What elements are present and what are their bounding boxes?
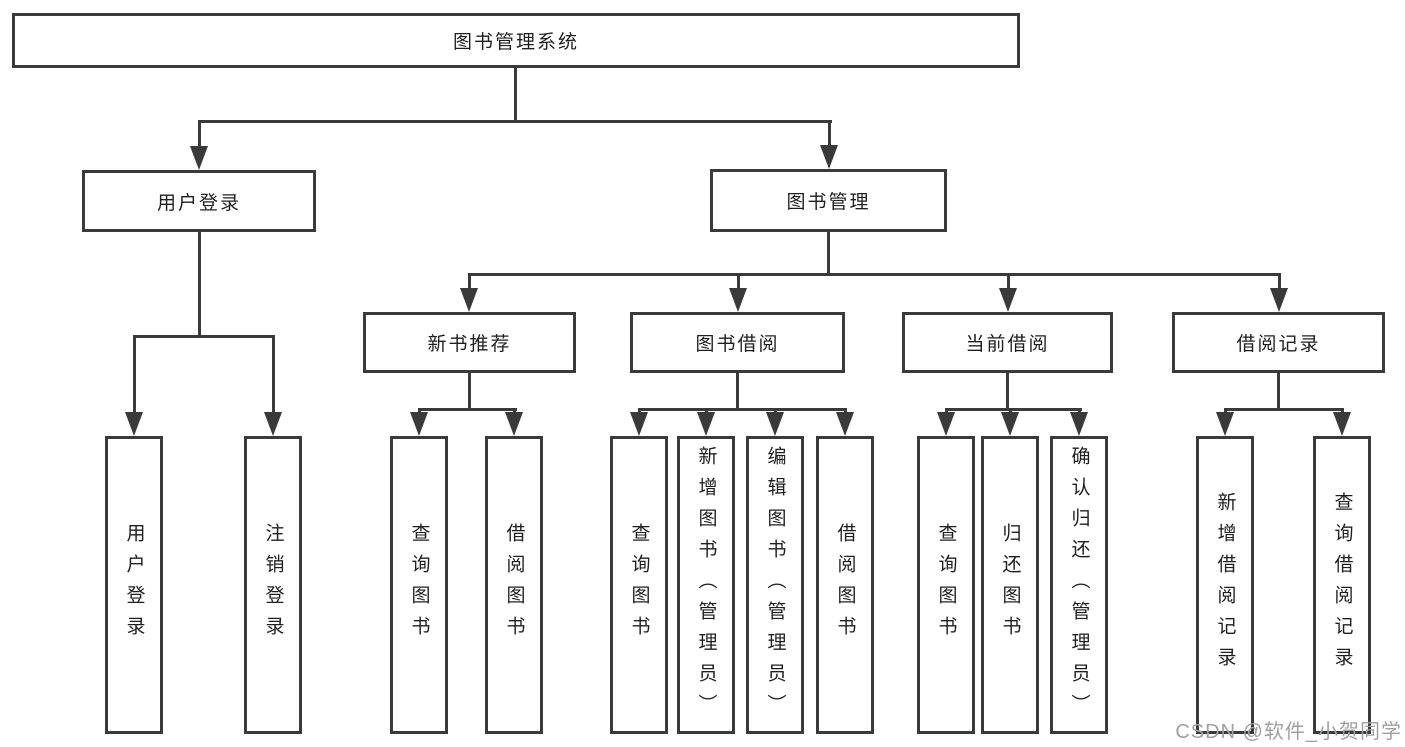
connector-line bbox=[827, 232, 830, 276]
arrow-down-icon bbox=[505, 412, 523, 436]
connector-line bbox=[198, 120, 832, 123]
arrow-down-icon bbox=[729, 288, 747, 312]
connector-line bbox=[198, 120, 201, 150]
leaf-logout: 注销登录 bbox=[244, 436, 302, 734]
connector-line bbox=[133, 335, 136, 417]
leaf-return-book: 归还图书 bbox=[981, 436, 1039, 734]
arrow-down-icon bbox=[766, 412, 784, 436]
connector-line bbox=[1007, 273, 1010, 293]
connector-line bbox=[737, 273, 740, 293]
leaf-add-book-admin: 新增图书（管理员） bbox=[677, 436, 735, 734]
arrow-down-icon bbox=[999, 288, 1017, 312]
arrow-down-icon bbox=[697, 412, 715, 436]
node-book-management: 图书管理 bbox=[710, 169, 947, 232]
leaf-query-borrow-record: 查询借阅记录 bbox=[1313, 436, 1371, 734]
connector-line bbox=[1224, 408, 1344, 411]
leaf-borrow-book-2: 借阅图书 bbox=[816, 436, 874, 734]
leaf-query-book-3: 查询图书 bbox=[917, 436, 975, 734]
connector-line bbox=[1277, 373, 1280, 411]
leaf-borrow-book-1: 借阅图书 bbox=[485, 436, 543, 734]
arrow-down-icon bbox=[460, 288, 478, 312]
connector-line bbox=[945, 408, 1082, 411]
leaf-edit-book-admin: 编辑图书（管理员） bbox=[746, 436, 804, 734]
connector-line bbox=[1006, 373, 1009, 411]
leaf-confirm-return: 确认归还（管理员） bbox=[1050, 436, 1108, 734]
csdn-watermark: CSDN @软件_小贺同学 bbox=[1175, 721, 1402, 743]
connector-line bbox=[468, 373, 471, 411]
arrow-down-icon bbox=[937, 412, 955, 436]
arrow-down-icon bbox=[1070, 412, 1088, 436]
leaf-add-borrow-record: 新增借阅记录 bbox=[1196, 436, 1254, 734]
arrow-down-icon bbox=[410, 412, 428, 436]
connector-line bbox=[272, 335, 275, 417]
node-root: 图书管理系统 bbox=[12, 13, 1020, 68]
arrow-down-icon bbox=[820, 145, 838, 169]
connector-line bbox=[1278, 273, 1281, 293]
arrow-down-icon bbox=[264, 412, 282, 436]
connector-line bbox=[468, 273, 471, 293]
connector-line bbox=[468, 273, 1281, 276]
arrow-down-icon bbox=[1001, 412, 1019, 436]
leaf-query-book-1: 查询图书 bbox=[390, 436, 448, 734]
arrow-down-icon bbox=[836, 412, 854, 436]
arrow-down-icon bbox=[1216, 412, 1234, 436]
node-new-book-recommend: 新书推荐 bbox=[363, 312, 576, 373]
arrow-down-icon bbox=[190, 146, 208, 170]
leaf-query-book-2: 查询图书 bbox=[610, 436, 668, 734]
arrow-down-icon bbox=[630, 412, 648, 436]
connector-line bbox=[418, 408, 517, 411]
node-borrow-record: 借阅记录 bbox=[1172, 312, 1385, 373]
connector-line bbox=[514, 68, 517, 123]
leaf-user-login: 用户登录 bbox=[105, 436, 163, 734]
arrow-down-icon bbox=[125, 412, 143, 436]
connector-line bbox=[198, 232, 201, 338]
node-current-borrow: 当前借阅 bbox=[902, 312, 1113, 373]
arrow-down-icon bbox=[1333, 412, 1351, 436]
arrow-down-icon bbox=[1270, 288, 1288, 312]
connector-line bbox=[736, 373, 739, 411]
node-user-login: 用户登录 bbox=[82, 170, 316, 232]
node-book-borrow: 图书借阅 bbox=[630, 312, 845, 373]
connector-line bbox=[133, 335, 275, 338]
connector-line bbox=[828, 120, 831, 149]
connector-line bbox=[638, 408, 847, 411]
